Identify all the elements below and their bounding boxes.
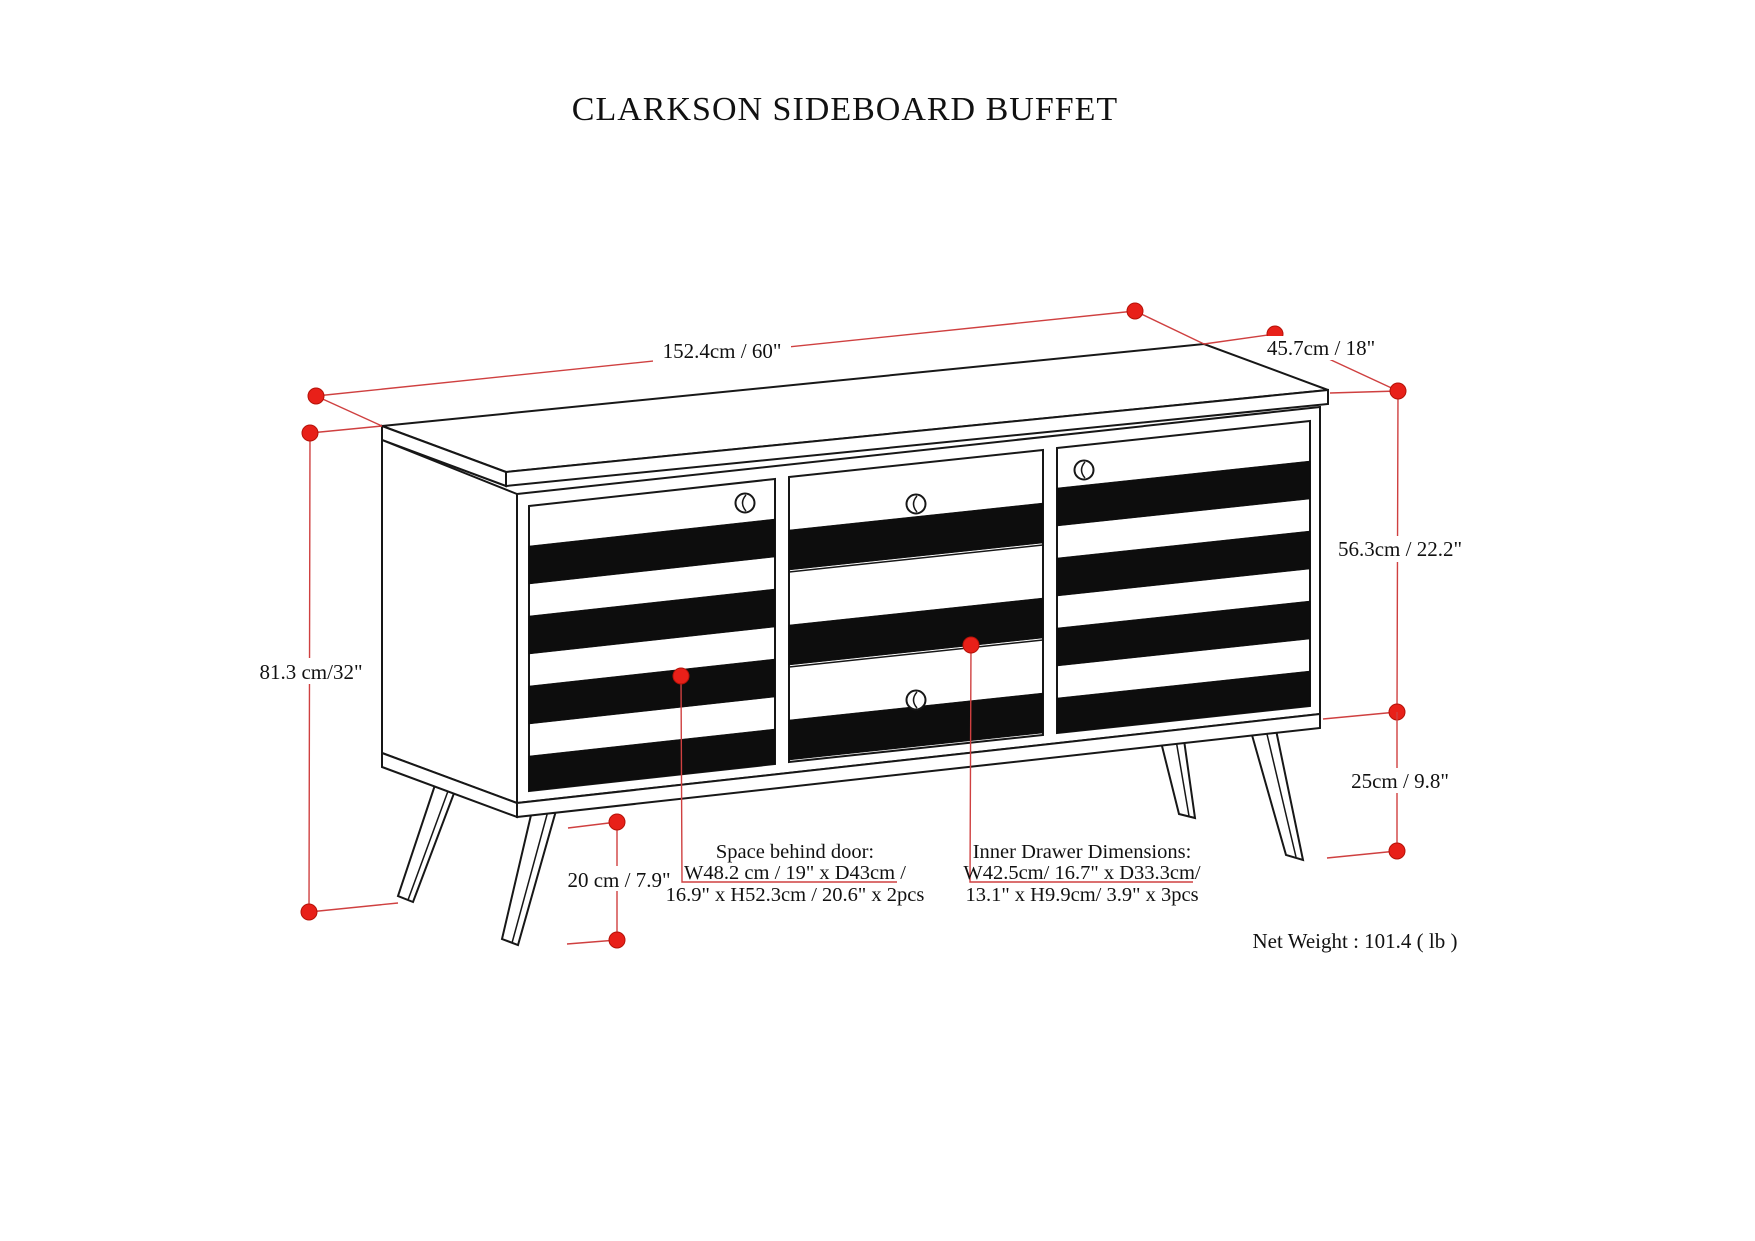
dimension-dot [608,931,626,949]
leg-height-label-bg [568,866,670,891]
drawer-callout-line3: 13.1" x H9.9cm/ 3.9" x 3pcs [965,884,1198,906]
dimension-dot [1388,842,1406,860]
right-door-knob [1073,459,1095,481]
leg-back-left-edge [407,771,456,901]
drawer-callout-line1: Inner Drawer Dimensions: [973,841,1192,863]
total-height-label-bg [258,658,364,684]
slat [528,658,776,725]
door-callout-line1: Space behind door: [716,841,874,863]
left-door-knob [734,492,756,514]
dimension-dot [307,387,325,405]
slat [528,518,776,585]
base-rail-front [516,712,1321,819]
leg-front-left-edge [511,799,552,944]
slat [1056,460,1311,527]
middle-drawers [788,448,1044,764]
drawer-callout-leader [969,644,1193,883]
drawer-callout-line2: W42.5cm/ 16.7" x D33.3cm/ [963,862,1201,884]
door-callout-leader [680,675,897,883]
dimension-dot [608,813,626,831]
leg-clearance-label: 25cm / 9.8" [1351,769,1449,793]
dimension-dot [1126,302,1144,320]
total-height-label: 81.3 cm/32" [259,660,362,684]
leg-clearance-label-bg [1348,768,1452,793]
net-weight-label: Net Weight : 101.4 ( lb ) [1253,929,1458,953]
depth-dimension-label: 45.7cm / 18" [1267,336,1375,360]
door-callout-text: Space behind door: W48.2 cm / 19" x D43c… [666,841,925,906]
top-drawer-knob-detail [912,495,918,513]
door-callout-line3: 16.9" x H52.3cm / 20.6" x 2pcs [666,884,925,906]
slat [1056,530,1311,597]
cabinet-left-side [381,438,518,805]
leg-back-right-edge [1175,739,1190,817]
right-door [1056,419,1311,735]
dimension-dot [962,636,980,654]
dimension-dot [1389,382,1407,400]
drawer-separator [788,544,1044,573]
width-dimension-label: 152.4cm / 60" [663,339,782,363]
cabinet-height-label: 56.3cm / 22.2" [1338,537,1462,561]
slat [528,728,776,792]
top-drawer-knob [905,493,927,515]
dimension-annotations: 152.4cm / 60" 45.7cm / 18" 56.3cm / 22.2… [258,302,1462,949]
leg-front-right-edge [1265,729,1297,858]
cabinet [381,342,1329,819]
slat [1056,600,1311,667]
slat [1056,670,1311,734]
drawer-separator [788,639,1044,668]
dimension-dot [300,903,318,921]
cabinet-top-left-edge [381,424,507,488]
door-callout-line2: W48.2 cm / 19" x D43cm / [684,862,906,884]
left-door-knob-detail [741,494,747,512]
leg-front-left [500,796,561,947]
legs [396,726,1305,947]
slat [788,502,1044,571]
dimension-dot [301,424,319,442]
depth-label-bg [1266,336,1376,360]
slat [788,597,1044,666]
slat [788,692,1044,761]
leg-height-label: 20 cm / 7.9" [567,868,670,892]
drawer-callout-text: Inner Drawer Dimensions: W42.5cm/ 16.7" … [963,841,1201,906]
right-door-knob-detail [1080,461,1086,479]
width-label-bg [653,338,791,364]
leg-front-right [1248,726,1305,862]
bottom-drawer-knob [905,689,927,711]
left-door [528,477,776,793]
slat [528,588,776,655]
dimension-dot [672,667,690,685]
bottom-drawer-knob-detail [912,691,918,709]
cabinet-height-label-bg [1338,536,1462,562]
page-title: CLARKSON SIDEBOARD BUFFET [572,91,1118,128]
